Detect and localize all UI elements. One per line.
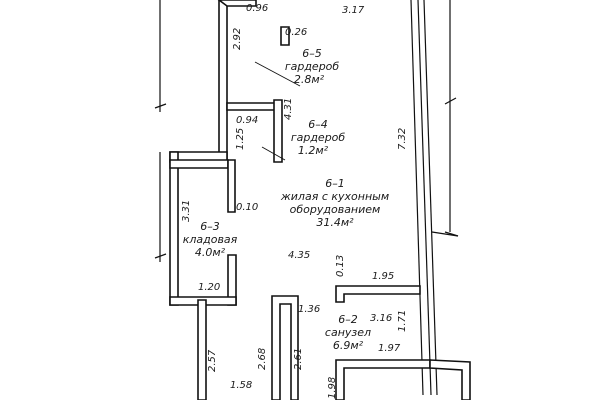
wall-storage-top: [169, 159, 229, 169]
leader-6-4: [261, 146, 286, 161]
dim-1-58: 1.58: [230, 380, 253, 391]
dim-7-32: 7.32: [397, 127, 408, 150]
room-6-5-label: 6–5 гардероб 2.8м²: [282, 47, 342, 86]
wall-bathroom-bottom: [335, 359, 431, 400]
wall-storage-right: [227, 159, 236, 213]
room-number: 6–5: [302, 47, 322, 60]
dim-2-68: 2.68: [257, 347, 268, 370]
room-name: кладовая: [182, 233, 238, 246]
dim-3-31: 3.31: [181, 199, 192, 222]
room-name: гардероб: [290, 131, 346, 144]
leader-6-5: [254, 61, 301, 87]
room-6-3-label: 6–3 кладовая 4.0м²: [180, 220, 240, 259]
dim-1-97: 1.97: [378, 343, 401, 354]
room-name-line1: жилая с кухонным: [280, 190, 390, 203]
room-number: 6–2: [338, 313, 358, 326]
dim-2-57: 2.57: [207, 349, 218, 372]
room-area: 2.8м²: [293, 73, 325, 86]
wall-upper-left: [218, 0, 228, 161]
dim-0-13: 0.13: [335, 254, 346, 277]
dim-1-25: 1.25: [235, 127, 246, 150]
room-name: санузел: [324, 326, 372, 339]
dim-3-16: 3.16: [370, 313, 393, 324]
dim-1-20: 1.20: [198, 282, 221, 293]
wall-central-lower: [271, 295, 299, 400]
dim-0-96: 0.96: [246, 3, 269, 14]
room-area: 31.4м²: [316, 216, 354, 229]
room-area: 1.2м²: [297, 144, 329, 157]
dim-4-35: 4.35: [288, 250, 311, 261]
wall-top: [217, 0, 257, 7]
wall-6-4-right: [273, 99, 283, 163]
dim-1-95: 1.95: [372, 271, 395, 282]
dim-0-94: 0.94: [236, 115, 259, 126]
dim-1-36: 1.36: [298, 304, 321, 315]
dim-3-17: 3.17: [342, 5, 365, 16]
room-6-2-label: 6–2 санузел 6.9м²: [318, 313, 378, 352]
room-name-line2: оборудованием: [289, 203, 381, 216]
wall-stub-6-5: [280, 26, 290, 46]
dim-0-10: 0.10: [236, 202, 259, 213]
room-area: 6.9м²: [332, 339, 364, 352]
room-number: 6–1: [325, 177, 345, 190]
dim-2-61: 2.61: [293, 347, 304, 370]
dim-4-31: 4.31: [283, 97, 294, 120]
room-6-4-label: 6–4 гардероб 1.2м²: [288, 118, 348, 157]
room-number: 6–4: [308, 118, 328, 131]
wall-bathroom-top: [335, 285, 421, 303]
wall-partition-6-4: [226, 102, 281, 111]
room-6-1-label: 6–1 жилая с кухонным оборудованием 31.4м…: [270, 177, 400, 229]
dim-1-71: 1.71: [397, 309, 408, 332]
right-window: [410, 0, 424, 396]
dim-0-26: 0.26: [285, 27, 308, 38]
room-number: 6–3: [200, 220, 220, 233]
dim-1-98: 1.98: [327, 376, 338, 399]
room-area: 4.0м²: [194, 246, 226, 259]
wall-lower-left: [197, 299, 207, 400]
room-name: гардероб: [284, 60, 340, 73]
wall-lower-right: [429, 359, 471, 400]
dim-2-92: 2.92: [232, 27, 243, 50]
wall-storage-left: [169, 151, 179, 306]
